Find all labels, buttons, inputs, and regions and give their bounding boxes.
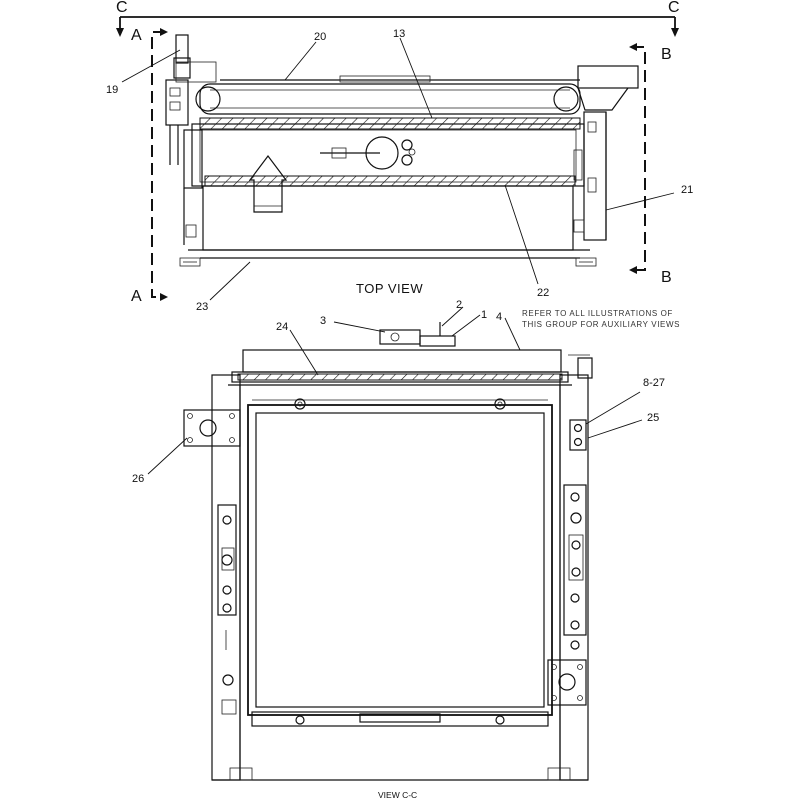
- top-view-title: TOP VIEW: [356, 281, 423, 296]
- callout-3: 3: [320, 315, 326, 327]
- callout-23: 23: [196, 301, 208, 313]
- section-marker-b-top: B: [661, 46, 672, 63]
- section-marker-c-left: C: [116, 0, 128, 16]
- callout-19: 19: [106, 84, 118, 96]
- callout-2: 2: [456, 299, 462, 311]
- callout-8-27: 8-27: [643, 377, 665, 389]
- top-view-leaders: [121, 37, 675, 301]
- section-marker-c-right: C: [668, 0, 680, 16]
- note-line-2: THIS GROUP FOR AUXILIARY VIEWS: [522, 320, 680, 329]
- section-marker-a-bottom: A: [131, 288, 142, 305]
- note-line-1: REFER TO ALL ILLUSTRATIONS OF: [522, 309, 673, 318]
- section-marker-a-top: A: [131, 27, 142, 44]
- view-cc-title: VIEW C-C: [378, 790, 417, 800]
- view-cc-leaders: [147, 306, 643, 475]
- callout-24: 24: [276, 321, 288, 333]
- callout-25: 25: [647, 412, 659, 424]
- callout-22: 22: [537, 287, 549, 299]
- callout-13: 13: [393, 28, 405, 40]
- callout-26: 26: [132, 473, 144, 485]
- callout-20: 20: [314, 31, 326, 43]
- callout-21: 21: [681, 184, 693, 196]
- callout-4: 4: [496, 311, 502, 323]
- callout-1: 1: [481, 309, 487, 321]
- section-marker-b-bottom: B: [661, 269, 672, 286]
- section-line-a: [151, 28, 168, 301]
- section-line-b: [629, 43, 646, 274]
- section-line-c: [116, 16, 679, 37]
- view-c-c: [183, 322, 593, 781]
- top-view: [165, 34, 639, 267]
